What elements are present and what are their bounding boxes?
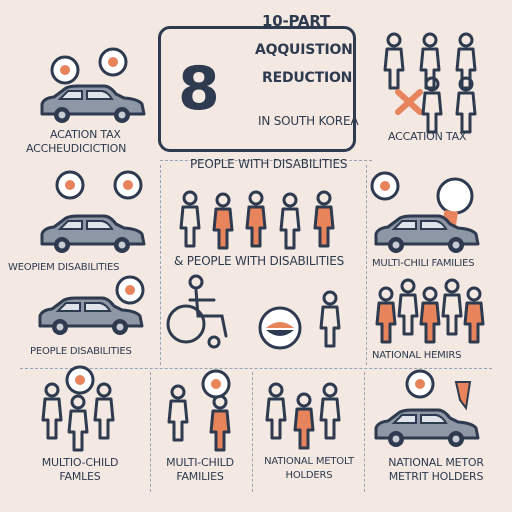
divider (160, 165, 161, 365)
person-icon (383, 32, 405, 90)
label-bottom-3b: HOLDERS (285, 470, 333, 481)
family-icon (265, 382, 341, 450)
label-bottom-1b: FAMLES (59, 470, 101, 483)
label-mid-left: WEOPIEM DISABILITIES (8, 262, 120, 273)
close-icon (395, 89, 423, 115)
header-location: IN SOUTH KOREA (258, 114, 359, 128)
coin-icon (65, 365, 95, 395)
label-top-right: ACCATION TAX (388, 130, 467, 143)
coin-icon (55, 170, 85, 200)
family-icon (179, 190, 335, 250)
divider (160, 160, 372, 161)
coin-icon (370, 171, 400, 201)
label-top-left-2: ACCHEUDICICTION (26, 142, 127, 155)
coin-icon (98, 47, 128, 77)
coin-icon (115, 275, 145, 305)
header-number: 8 (178, 54, 220, 124)
label-bottom-4b: METRIT HOLDERS (388, 470, 484, 483)
divider (20, 368, 492, 369)
divider (150, 372, 151, 492)
family-icon (375, 278, 485, 344)
coin-icon (50, 55, 80, 85)
label-bottom-4a: NATIONAL METOR (388, 456, 484, 469)
person-icon (421, 76, 443, 134)
wheelchair-icon (166, 274, 228, 349)
label-bottom-2b: FAMILIES (176, 470, 224, 483)
header-box (158, 26, 356, 152)
car-icon (374, 214, 480, 255)
car-icon (374, 408, 480, 449)
header-line2: REDUCTION (262, 70, 353, 86)
label-top-left-1: ACATION TAX (50, 128, 121, 141)
label-mid-title: PEOPLE WITH DISABILITIES (190, 157, 348, 171)
divider (252, 372, 253, 492)
badge-icon (258, 306, 302, 350)
medal-icon (454, 381, 472, 411)
coin-icon (405, 369, 435, 399)
label-mid-right: MULTI-CHILI FAMILIES (372, 258, 475, 269)
label-bottom-2a: MULTI-CHILD (166, 456, 234, 469)
divider (364, 372, 365, 492)
header-part: 10-PART (262, 12, 331, 30)
label-low-left: PEOPLE DISABILITIES (30, 346, 132, 357)
label-bottom-3a: NATIONAL METOLT (264, 456, 354, 467)
coin-icon (201, 369, 231, 399)
person-icon (455, 76, 477, 134)
car-icon (40, 84, 146, 125)
person-icon (319, 290, 341, 348)
label-bottom-1a: MULTIO-CHILD (41, 456, 119, 469)
divider (366, 165, 367, 365)
header-line1: AQQUISTION (255, 42, 353, 58)
label-low-right: NATIONAL HEMIRS (372, 350, 462, 361)
coin-icon (113, 170, 143, 200)
person-icon (455, 32, 477, 90)
label-mid-center: & PEOPLE WITH DISABILITIES (174, 254, 345, 268)
car-icon (40, 214, 146, 255)
